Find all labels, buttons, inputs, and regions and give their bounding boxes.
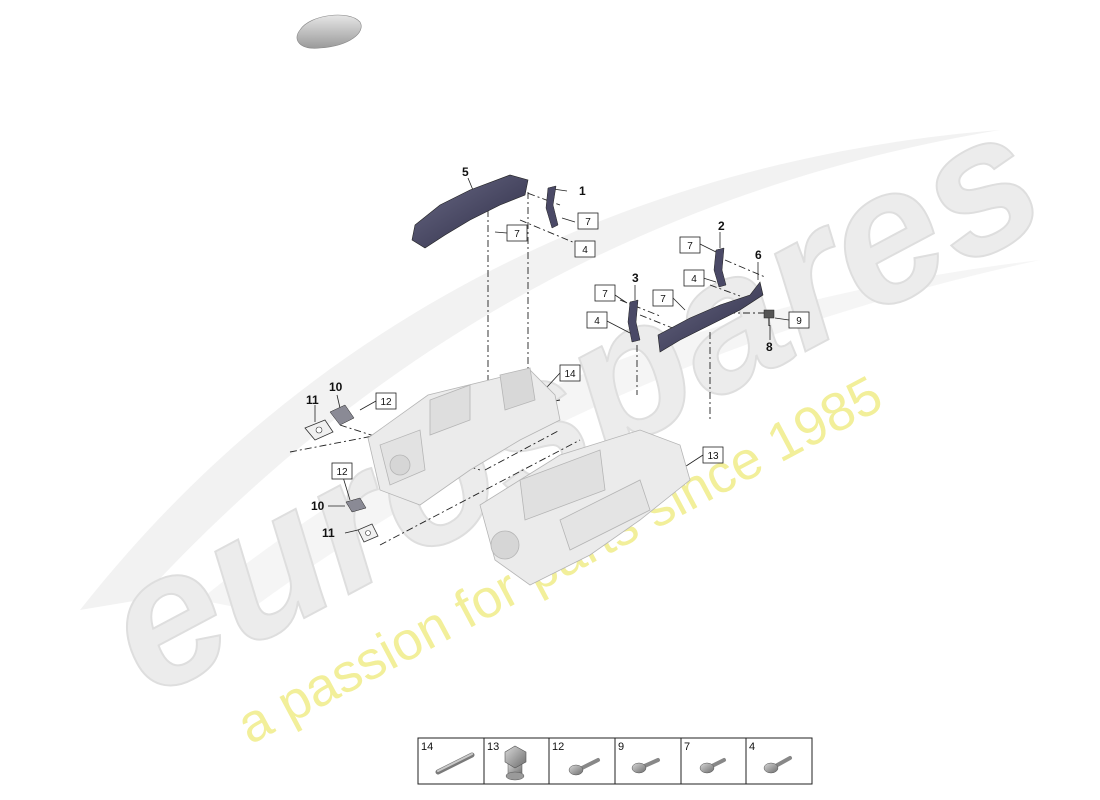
box-12-b-label: 12 [336, 467, 348, 478]
bracket-1 [545, 185, 559, 229]
gasket-11-lower [357, 523, 379, 543]
callout-3: 3 [632, 271, 639, 285]
cover-10-upper [329, 404, 355, 426]
gasket-11-upper [304, 419, 334, 441]
boxed-ref-labels: 7 7 4 7 4 7 7 4 9 14 12 12 13 [336, 217, 802, 478]
bracket-3 [627, 299, 641, 343]
legend-label-13: 13 [487, 741, 499, 753]
box-7-b-label: 7 [514, 229, 520, 240]
box-12-b [331, 462, 353, 480]
bolt-4-icon [763, 756, 792, 774]
box-7-a [577, 212, 599, 230]
engine-block [367, 367, 691, 586]
box-14-label: 14 [564, 369, 576, 380]
callout-5: 5 [462, 165, 469, 179]
cover-10-lower [345, 497, 367, 513]
callouts: 5 1 2 6 3 8 10 11 10 11 [306, 165, 773, 540]
bolt-7-icon [699, 758, 726, 774]
bolt-12-icon [568, 758, 600, 776]
heat-shield-upper [411, 174, 529, 249]
plug-screw-icon [504, 745, 527, 781]
boxed-refs [331, 212, 810, 480]
callout-6: 6 [755, 248, 762, 262]
watermark-swoosh [80, 130, 1040, 610]
box-4-b [683, 269, 705, 287]
callout-10-lower: 10 [311, 499, 325, 513]
box-14 [559, 364, 581, 382]
callout-10-upper: 10 [329, 380, 343, 394]
box-4-a [574, 240, 596, 258]
box-7-e-label: 7 [660, 294, 666, 305]
callout-1: 1 [579, 184, 586, 198]
box-7-c-label: 7 [687, 241, 693, 252]
box-12-a-label: 12 [380, 397, 392, 408]
box-7-c [679, 236, 701, 254]
legend-label-14: 14 [421, 741, 433, 753]
pebble-icon [296, 14, 362, 49]
callout-11-lower: 11 [322, 526, 335, 540]
callout-11-upper: 11 [306, 393, 319, 407]
box-12-a [375, 392, 397, 410]
box-7-a-label: 7 [585, 217, 591, 228]
box-7-e [652, 289, 674, 307]
box-7-d-label: 7 [602, 289, 608, 300]
box-4-c-label: 4 [594, 316, 600, 327]
watermark-brand: eurospares [70, 68, 1074, 736]
box-7-d [594, 284, 616, 302]
box-9 [788, 311, 810, 329]
box-4-c [586, 311, 608, 329]
callout-8: 8 [766, 340, 773, 354]
pin-icon [435, 752, 475, 775]
box-13-label: 13 [707, 451, 719, 462]
box-4-a-label: 4 [582, 245, 588, 256]
box-4-b-label: 4 [691, 274, 697, 285]
box-9-label: 9 [796, 316, 802, 327]
box-13 [702, 446, 724, 464]
legend-label-4: 4 [749, 741, 755, 753]
heat-shield-lower [657, 281, 764, 353]
bolt-9-icon [631, 758, 660, 774]
legend-label-9: 9 [618, 741, 624, 753]
box-7-b [506, 224, 528, 242]
fastener-legend: 14 13 12 9 7 4 [417, 737, 813, 785]
callout-2: 2 [718, 219, 725, 233]
bracket-2 [713, 247, 727, 288]
legend-label-12: 12 [552, 741, 564, 753]
legend-label-7: 7 [684, 741, 690, 753]
sensor-8 [763, 309, 775, 326]
